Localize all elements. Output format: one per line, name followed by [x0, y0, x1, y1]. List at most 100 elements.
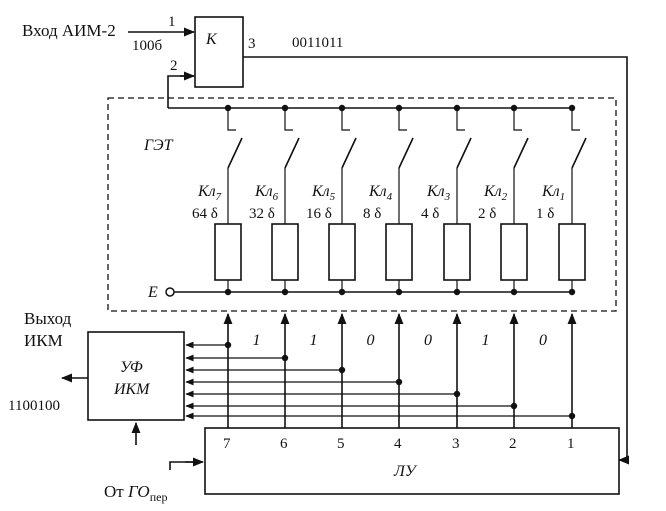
- get-label: ГЭТ: [143, 137, 174, 154]
- key-label-index: 1: [560, 191, 566, 203]
- key-weight: 1 δ: [536, 206, 554, 222]
- key-label-index: 4: [387, 191, 393, 203]
- lu-output-number: 3: [452, 436, 460, 452]
- key-weight: 4 δ: [421, 206, 439, 222]
- resistor: [443, 223, 471, 281]
- port-3-label: 3: [248, 36, 256, 52]
- key-label: Кл6: [254, 183, 279, 203]
- e-bus-junction: [510, 288, 518, 296]
- output-label-line2: ИКМ: [24, 331, 63, 350]
- resistor: [214, 223, 242, 281]
- feedback-wire: [167, 75, 194, 108]
- e-bus-junction: [281, 288, 289, 296]
- key-label: Кл7: [197, 183, 222, 203]
- comparator-label: К: [205, 31, 218, 48]
- resistor: [500, 223, 528, 281]
- key-tap-wire: [284, 108, 293, 131]
- key-label-index: 2: [502, 191, 508, 203]
- resistor: [385, 223, 413, 281]
- bit-value: 1: [310, 332, 318, 349]
- key-switch-blade: [456, 137, 472, 169]
- comparator-output-code: 0011011: [292, 35, 343, 51]
- key-label-name: Кл: [426, 183, 445, 200]
- e-terminal: [165, 287, 175, 297]
- key-label-index: 6: [273, 191, 279, 203]
- key-tap-wire: [227, 108, 236, 131]
- key-tap-wire: [456, 108, 465, 131]
- key-tap-wire: [341, 108, 350, 131]
- e-bus-junction: [224, 288, 232, 296]
- key-label-index: 5: [330, 191, 336, 203]
- key-label: Кл5: [311, 183, 336, 203]
- e-bus-junction: [453, 288, 461, 296]
- key-weight: 16 δ: [306, 206, 332, 222]
- key-weight: 8 δ: [363, 206, 381, 222]
- lu-clock-wire: [169, 461, 198, 470]
- port-1-label: 1: [168, 14, 176, 30]
- port-2-label: 2: [170, 58, 178, 74]
- resistor: [271, 223, 299, 281]
- uf-label-line1: УФ: [120, 359, 143, 376]
- lu-label: ЛУ: [393, 463, 418, 480]
- bit-value: 1: [482, 332, 490, 349]
- e-bus-junction: [568, 288, 576, 296]
- key-label-index: 3: [444, 191, 451, 203]
- lu-output-number: 4: [394, 436, 402, 452]
- aim-input-label: Вход АИМ-2: [22, 21, 116, 40]
- lu-box: [204, 427, 620, 495]
- bit-value: 0: [539, 332, 547, 349]
- uf-wire-junction: [395, 378, 403, 386]
- output-code: 1100100: [8, 398, 60, 414]
- key-label-index: 7: [216, 191, 222, 203]
- key-switch-blade: [227, 137, 243, 169]
- uf-label-line2: ИКМ: [113, 381, 151, 398]
- key-switch-blade: [284, 137, 300, 169]
- key-label-name: Кл: [483, 183, 502, 200]
- clock-label: От ГОпер: [104, 482, 167, 504]
- key-label: Кл2: [483, 183, 508, 203]
- output-label-line1: Выход: [24, 309, 72, 328]
- lu-output-number: 5: [337, 436, 345, 452]
- resistor: [328, 223, 356, 281]
- key-label-name: Кл: [368, 183, 387, 200]
- lu-output-labels: 7 6 5 4 3 2 1: [223, 436, 575, 452]
- uf-wire-junction: [568, 412, 576, 420]
- lu-output-number: 2: [509, 436, 517, 452]
- lu-output-number: 1: [567, 436, 575, 452]
- bit-value: 0: [367, 332, 375, 349]
- key-weight: 32 δ: [249, 206, 275, 222]
- uf-wire-junction: [281, 354, 289, 362]
- key-label-name: Кл: [541, 183, 560, 200]
- key-tap-wire: [398, 108, 407, 131]
- key-label-name: Кл: [197, 183, 216, 200]
- key-switch-blade: [398, 137, 414, 169]
- lu-output-number: 7: [223, 436, 231, 452]
- aim-code-label: 100б: [132, 38, 163, 54]
- uf-wire-junction: [510, 402, 518, 410]
- key-weight: 2 δ: [478, 206, 496, 222]
- lu-output-number: 6: [280, 436, 288, 452]
- resistor: [558, 223, 586, 281]
- key-tap-wire: [571, 108, 580, 131]
- e-bus-junction: [338, 288, 346, 296]
- bit-value: 0: [424, 332, 432, 349]
- key-label: Кл4: [368, 183, 393, 203]
- key-switch-blade: [341, 137, 357, 169]
- comparator-box: [194, 16, 244, 88]
- key-switch-blade: [571, 137, 587, 169]
- key-label: Кл3: [426, 183, 451, 203]
- e-label: E: [147, 284, 158, 301]
- key-label: Кл1: [541, 183, 565, 203]
- key-switch-blade: [513, 137, 529, 169]
- key-label-name: Кл: [254, 183, 273, 200]
- uf-wire-junction: [453, 390, 461, 398]
- uf-input-wires: [185, 341, 576, 420]
- uf-wire-junction: [224, 341, 232, 349]
- uf-ikm-box: [87, 331, 185, 421]
- get-frame: [107, 97, 617, 312]
- key-tap-wire: [513, 108, 522, 131]
- key-label-name: Кл: [311, 183, 330, 200]
